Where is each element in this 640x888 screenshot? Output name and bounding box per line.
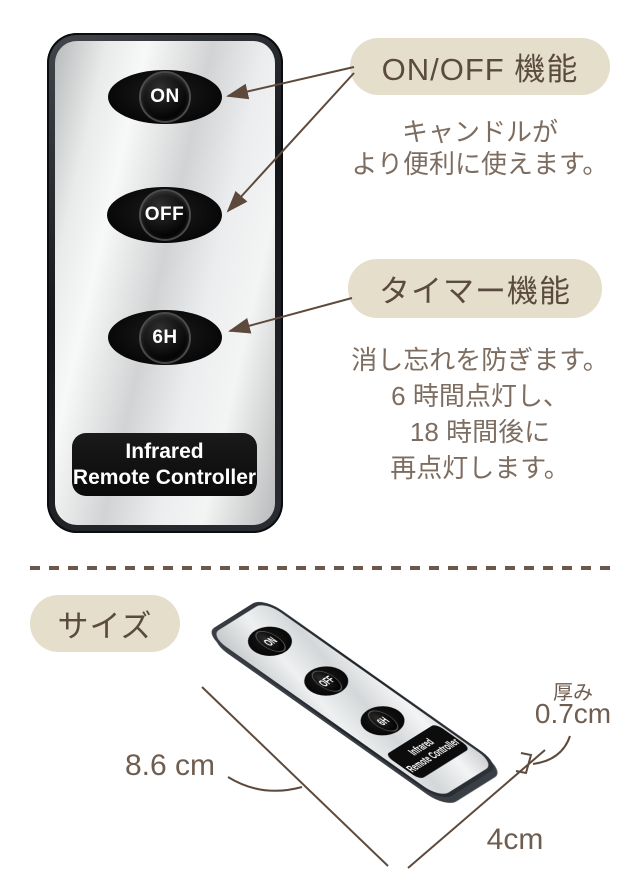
6h-timer-button: 6H: [108, 310, 222, 365]
mini-off-button: OFF: [295, 660, 358, 702]
width-dimension-label: 4cm: [486, 823, 544, 856]
size-section-title: サイズ: [30, 595, 180, 652]
6h-button-label: 6H: [141, 313, 189, 362]
thickness-label-connector: [532, 735, 571, 765]
onoff-feature-title: ON/OFF 機能: [350, 38, 610, 95]
thickness-dimension-label: 0.7cm: [534, 698, 612, 729]
on-button-label: ON: [141, 73, 189, 121]
thickness-caption: 厚み: [553, 682, 593, 704]
mini-on-button-label: ON: [251, 628, 289, 655]
mini-remote-nameplate: Infrared Remote Controller: [385, 723, 471, 780]
length-dimension-label: 8.6 cm: [124, 749, 216, 782]
timer-feature-description: 消し忘れを防ぎます。 6 時間点灯し、 18 時間後に 再点灯します。: [330, 342, 630, 486]
remote-face: ON OFF 6H Infrared Remote Controller: [55, 41, 275, 525]
timer-description-line1: 消し忘れを防ぎます。: [351, 345, 609, 375]
thickness-bracket: [515, 752, 533, 775]
mini-6h-button-label: 6H: [363, 708, 402, 734]
mini-6h-button: 6H: [351, 700, 414, 742]
off-button-label: OFF: [140, 191, 189, 239]
length-label-connector: [227, 776, 303, 792]
mini-off-button-label: OFF: [307, 668, 346, 694]
timer-description-line2: 6 時間点灯し、: [391, 381, 569, 411]
nameplate-line2: Remote Controller: [72, 466, 257, 489]
onoff-feature-description: キャンドルが より便利に使えます。: [330, 116, 630, 180]
mini-remote-face: ON OFF 6H Infrared Remote Controller: [210, 601, 495, 798]
off-button: OFF: [107, 187, 222, 243]
timer-feature-title: タイマー機能: [348, 259, 602, 318]
remote-perspective-view: ON OFF 6H Infrared Remote Controller: [204, 597, 501, 802]
onoff-description-line1: キャンドルが: [401, 117, 558, 147]
remote-nameplate: Infrared Remote Controller: [72, 433, 257, 496]
mini-on-button: ON: [238, 620, 302, 662]
nameplate-line1: Infrared: [125, 440, 204, 463]
timer-description-line3: 18 時間後に: [409, 417, 551, 447]
on-button: ON: [108, 70, 222, 124]
timer-description-line4: 再点灯します。: [390, 453, 570, 483]
onoff-description-line2: より便利に使えます。: [351, 149, 609, 179]
remote-front-view: ON OFF 6H Infrared Remote Controller: [47, 33, 283, 533]
